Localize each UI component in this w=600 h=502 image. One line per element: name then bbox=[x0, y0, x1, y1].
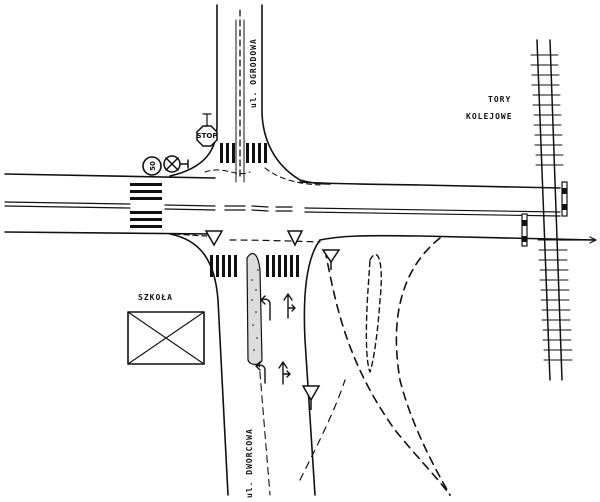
no-stopping-sign-icon bbox=[163, 155, 189, 173]
stop-sign-text: STOP bbox=[197, 132, 218, 140]
south-road bbox=[169, 233, 321, 496]
crosswalk-north bbox=[220, 143, 267, 163]
school-building-icon bbox=[127, 311, 205, 365]
yield-sign-icon bbox=[204, 230, 341, 410]
crosswalk-south bbox=[210, 255, 299, 277]
traffic-island-east bbox=[365, 253, 382, 373]
railway-tracks-icon bbox=[530, 39, 573, 381]
north-road bbox=[169, 4, 331, 185]
straight-right-arrow-icon bbox=[278, 293, 296, 385]
turning-lanes bbox=[174, 167, 451, 496]
label-school: SZKOŁA bbox=[138, 293, 173, 302]
label-railway-line2: KOLEJOWE bbox=[466, 112, 513, 121]
label-street-south: ul. DWORCOWA bbox=[245, 428, 254, 498]
label-street-north: ul. OGRODOWA bbox=[249, 38, 258, 108]
speed-limit-sign-icon: 50 bbox=[142, 156, 162, 176]
stop-sign-icon: STOP bbox=[196, 113, 218, 147]
traffic-island-south bbox=[246, 252, 263, 366]
railway-signal-icon bbox=[521, 181, 568, 247]
label-railway-line1: TORY bbox=[488, 95, 511, 104]
left-turn-arrow-icon bbox=[255, 295, 271, 384]
speed-limit-value: 50 bbox=[149, 161, 157, 171]
crosswalk-west bbox=[130, 183, 162, 228]
